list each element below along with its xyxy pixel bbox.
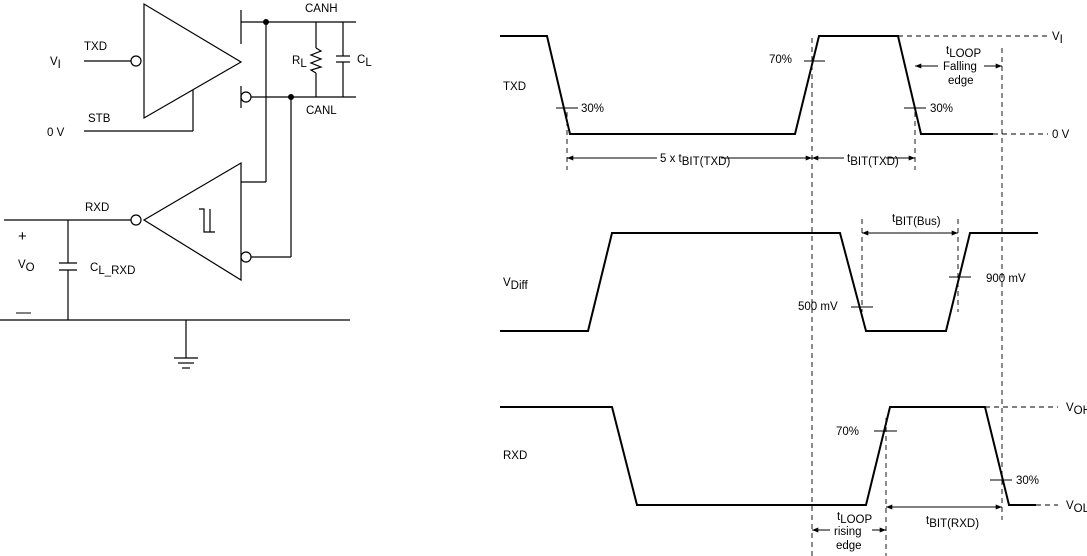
rxd-output-label: RXD bbox=[85, 202, 109, 214]
canh-label: CANH bbox=[305, 3, 338, 15]
rl-resistor bbox=[309, 47, 323, 74]
txd-signal-label: TXD bbox=[503, 81, 526, 93]
test-circuit: TXD VI STB 0 V CANH CANL RL CL RXD + VO … bbox=[0, 2, 372, 369]
tloop-falling-label-bg bbox=[938, 46, 984, 88]
tbit-txd-label: tBIT(TXD) bbox=[847, 153, 899, 168]
txd-waveform bbox=[500, 35, 993, 135]
canl-label: CANL bbox=[306, 105, 337, 117]
txd-30pct-label-left: 30% bbox=[581, 103, 604, 115]
canl-bubble bbox=[240, 91, 252, 103]
rxd-signal-label: RXD bbox=[503, 450, 527, 462]
rxd-70pct-label: 70% bbox=[836, 426, 859, 438]
vol-level-label: VOL bbox=[1066, 500, 1087, 515]
stb-label: STB bbox=[88, 113, 111, 125]
receiver-input-bubble bbox=[240, 251, 252, 263]
vi-level-label: VI bbox=[1052, 31, 1063, 46]
tbit-rxd-label: tBIT(RXD) bbox=[926, 515, 979, 530]
vdiff-500mv-label: 500 mV bbox=[798, 301, 838, 313]
tloop-rising-line3: edge bbox=[836, 540, 862, 552]
tloop-falling-line3: edge bbox=[948, 75, 974, 87]
vdiff-900mv-label: 900 mV bbox=[986, 273, 1026, 285]
txd-70pct-label: 70% bbox=[769, 54, 792, 66]
rl-label: RL bbox=[292, 55, 307, 70]
plus-sign: + bbox=[18, 228, 27, 245]
tloop-falling-label: tLOOP bbox=[946, 45, 981, 60]
rxd-output-bubble bbox=[130, 214, 142, 226]
vdiff-waveform bbox=[500, 232, 1038, 332]
timing-diagram: TXD 30% 70% 30% VI 0 V 5 x tBIT(TXD) tBI… bbox=[500, 31, 1087, 556]
tbit-txd-label-bg bbox=[844, 150, 886, 168]
vo-label: VO bbox=[18, 259, 35, 274]
txd-input-label: TXD bbox=[84, 41, 107, 53]
rxd-waveform bbox=[500, 406, 1036, 506]
tloop-rising-label: tLOOP bbox=[837, 511, 872, 526]
cl-rxd-label: CL_RXD bbox=[90, 262, 135, 277]
rxd-30pct-label: 30% bbox=[1016, 475, 1039, 487]
tloop-rising-label-bg bbox=[830, 510, 872, 556]
vdiff-signal-label: VDiff bbox=[503, 277, 529, 292]
vi-input-label: VI bbox=[50, 56, 61, 71]
txd-30pct-label-right: 30% bbox=[930, 103, 953, 115]
cl-label: CL bbox=[357, 54, 372, 69]
tloop-rising-line2: rising bbox=[834, 526, 861, 538]
zero-level-label: 0 V bbox=[1052, 129, 1070, 141]
five-bit-label-bg bbox=[657, 150, 721, 168]
tbit-bus-label: tBIT(Bus) bbox=[892, 213, 941, 228]
txd-inverting-bubble bbox=[130, 55, 142, 67]
minus-sign: — bbox=[16, 304, 31, 321]
zero-v-label: 0 V bbox=[47, 127, 65, 139]
receiver-triangle bbox=[142, 161, 242, 282]
hysteresis-icon bbox=[199, 208, 215, 233]
five-bit-label: 5 x tBIT(TXD) bbox=[660, 153, 730, 168]
tloop-falling-line2: Falling bbox=[943, 61, 977, 73]
voh-level-label: VOH bbox=[1066, 402, 1087, 417]
